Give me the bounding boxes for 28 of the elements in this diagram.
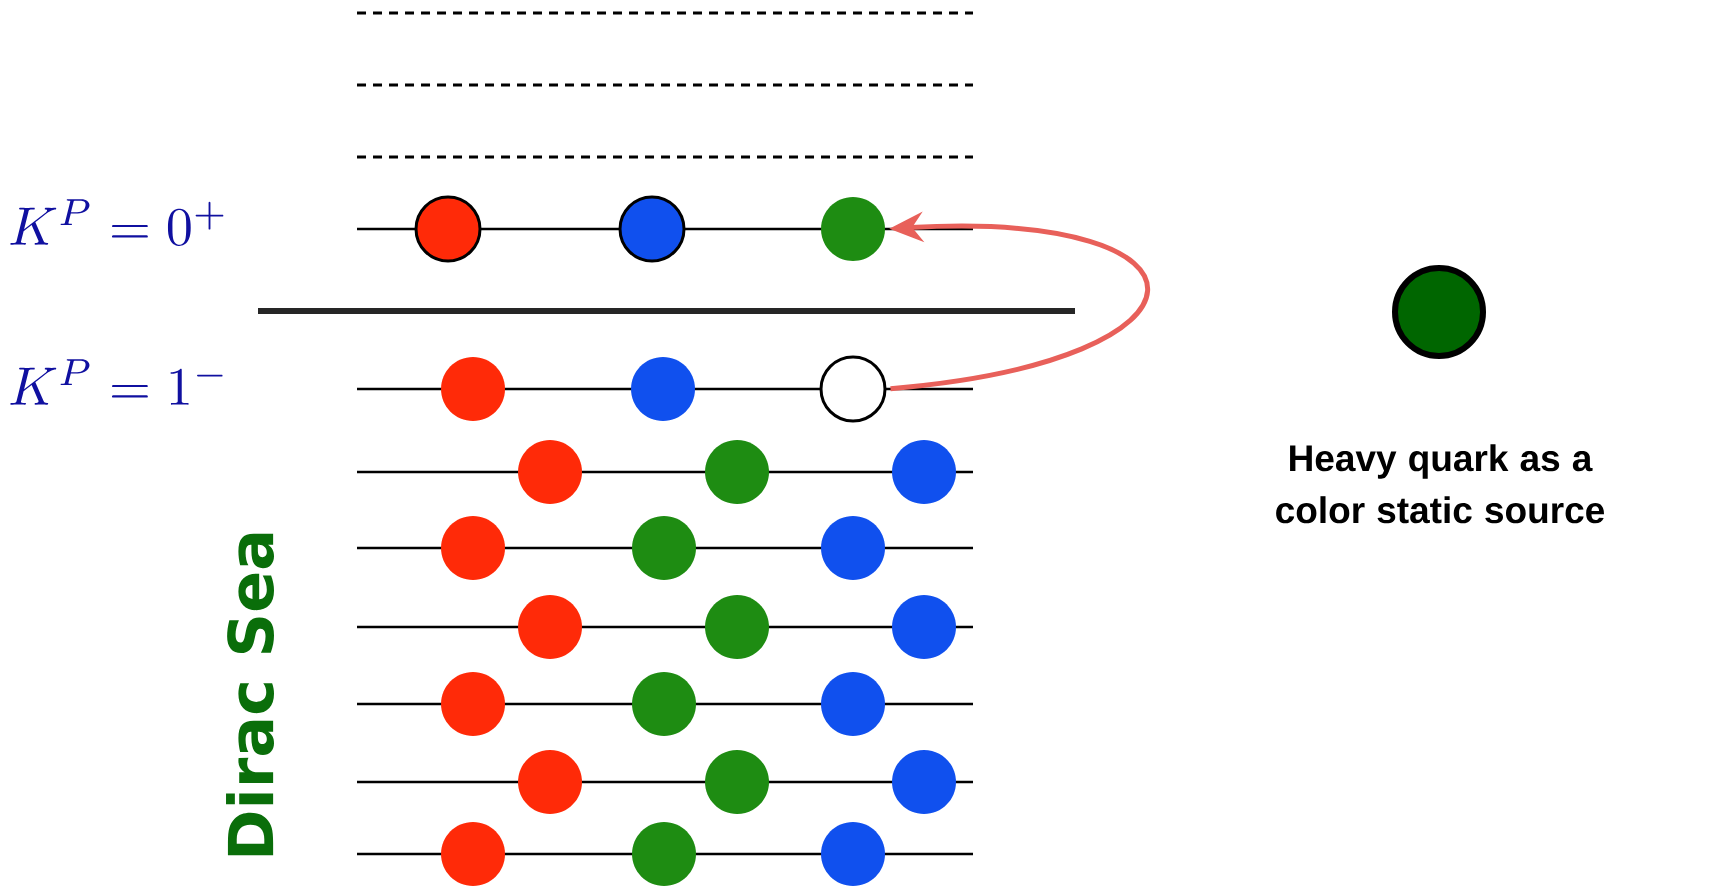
particle-dot — [618, 195, 686, 263]
particle-dot — [892, 595, 956, 659]
particle-dot — [705, 440, 769, 504]
dirac-sea-label: Dirac Sea — [226, 533, 274, 856]
particle-dot — [892, 750, 956, 814]
particle-dot — [821, 197, 885, 261]
particle-dot — [632, 822, 696, 886]
particle-dot — [821, 822, 885, 886]
particle-dot — [518, 750, 582, 814]
particle-dot — [441, 672, 505, 736]
hole-circle — [819, 355, 887, 423]
particle-dot — [821, 516, 885, 580]
particle-dot — [518, 595, 582, 659]
particle-dot — [821, 672, 885, 736]
particle-dot — [705, 750, 769, 814]
particle-dot — [632, 672, 696, 736]
quantum-number-label: $K^P = 0^+$ — [10, 199, 224, 246]
particle-dot — [414, 195, 482, 263]
quantum-number-label: $K^P = 1^-$ — [10, 359, 223, 405]
caption-text: Heavy quark as a color static source — [1276, 444, 1604, 524]
particle-dot — [518, 440, 582, 504]
particle-dot — [892, 440, 956, 504]
particle-dot — [441, 822, 505, 886]
particle-dot — [705, 595, 769, 659]
particle-dot — [632, 516, 696, 580]
particle-dot — [441, 357, 505, 421]
particle-dot — [441, 516, 505, 580]
particle-dot — [631, 357, 695, 421]
